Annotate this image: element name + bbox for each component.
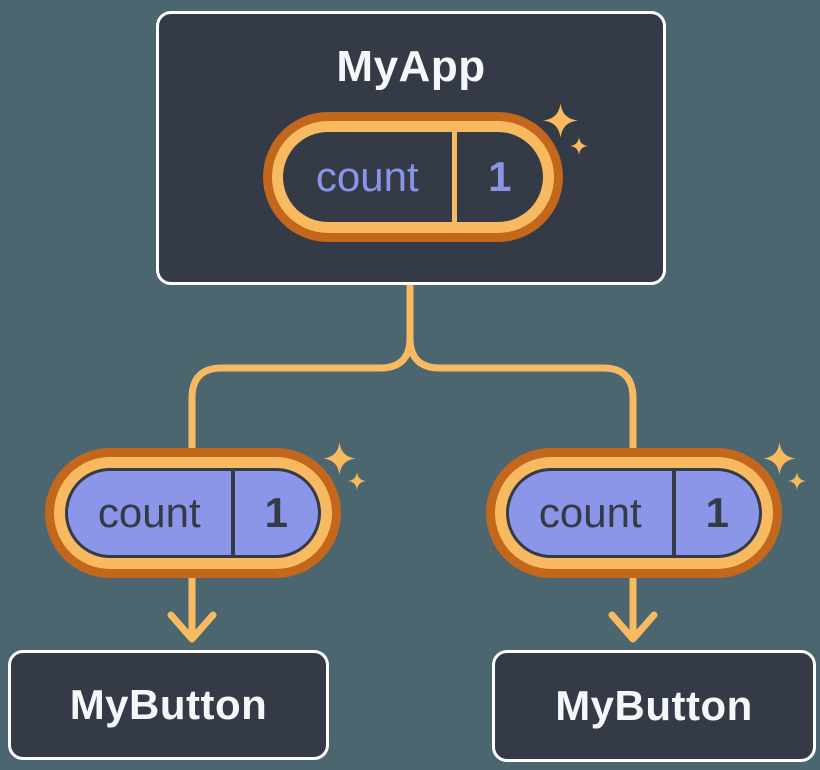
node-title: MyButton: [555, 682, 753, 729]
arrow-down-icon: [608, 566, 658, 643]
prop-pill-ring: count 1: [495, 457, 773, 569]
node-myapp: MyApp count 1: [156, 11, 666, 285]
state-pill: count 1: [263, 112, 563, 242]
arrow-down-icon: [167, 566, 217, 643]
prop-pill: count 1: [45, 448, 341, 578]
pill-divider: [671, 471, 676, 555]
prop-pill-body: count 1: [506, 468, 762, 558]
pill-divider: [451, 132, 457, 222]
sparkle-icon: [348, 472, 366, 490]
node-title: MyApp: [336, 42, 486, 91]
branch-left-line: [188, 276, 414, 466]
prop-pill-body: count 1: [65, 468, 321, 558]
node-mybutton-left: MyButton: [8, 650, 329, 760]
state-pill-ring: count 1: [272, 121, 554, 233]
state-pill-body: count 1: [283, 132, 543, 222]
node-title: MyButton: [69, 681, 268, 728]
sparkle-icon: [543, 103, 578, 138]
state-label: count: [315, 153, 419, 200]
prop-value: 1: [705, 489, 729, 536]
prop-label: count: [538, 489, 642, 536]
node-mybutton-right: MyButton: [492, 650, 816, 762]
pill-divider: [230, 471, 235, 555]
state-value: 1: [488, 153, 512, 200]
prop-value: 1: [264, 489, 288, 536]
sparkle-icon: [570, 137, 588, 155]
sparkle-icon: [788, 472, 806, 490]
branch-right-line: [406, 276, 637, 466]
prop-pill-ring: count 1: [54, 457, 332, 569]
prop-pill: count 1: [486, 448, 782, 578]
sparkle-icon: [763, 442, 796, 475]
sparkle-icon: [323, 442, 356, 475]
prop-label: count: [97, 489, 201, 536]
